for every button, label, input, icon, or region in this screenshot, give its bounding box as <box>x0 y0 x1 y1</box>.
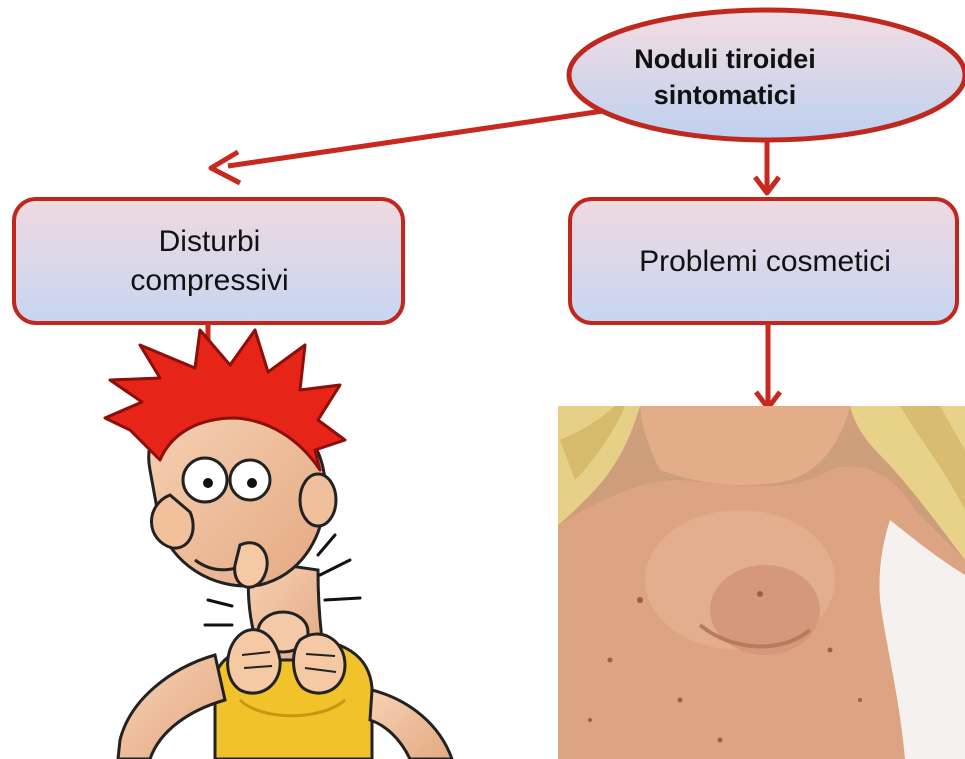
arrow-root-to-right <box>755 140 779 193</box>
root-node-label: Noduli tiroidei sintomatici <box>620 30 830 125</box>
arrow-root-to-left <box>211 111 603 183</box>
right-box-text: Problemi cosmetici <box>639 242 891 281</box>
left-box-label: Disturbi compressivi <box>22 205 397 317</box>
right-box-label: Problemi cosmetici <box>575 205 955 317</box>
left-box-line1: Disturbi <box>130 222 288 261</box>
left-box-line2: compressivi <box>130 261 288 300</box>
root-node-line1: Noduli tiroidei <box>634 42 816 77</box>
neck-goiter-photo <box>558 406 965 759</box>
cartoon-man-choking-image <box>105 330 452 759</box>
root-node-line2: sintomatici <box>634 78 816 113</box>
arrow-right-to-image <box>756 323 780 408</box>
